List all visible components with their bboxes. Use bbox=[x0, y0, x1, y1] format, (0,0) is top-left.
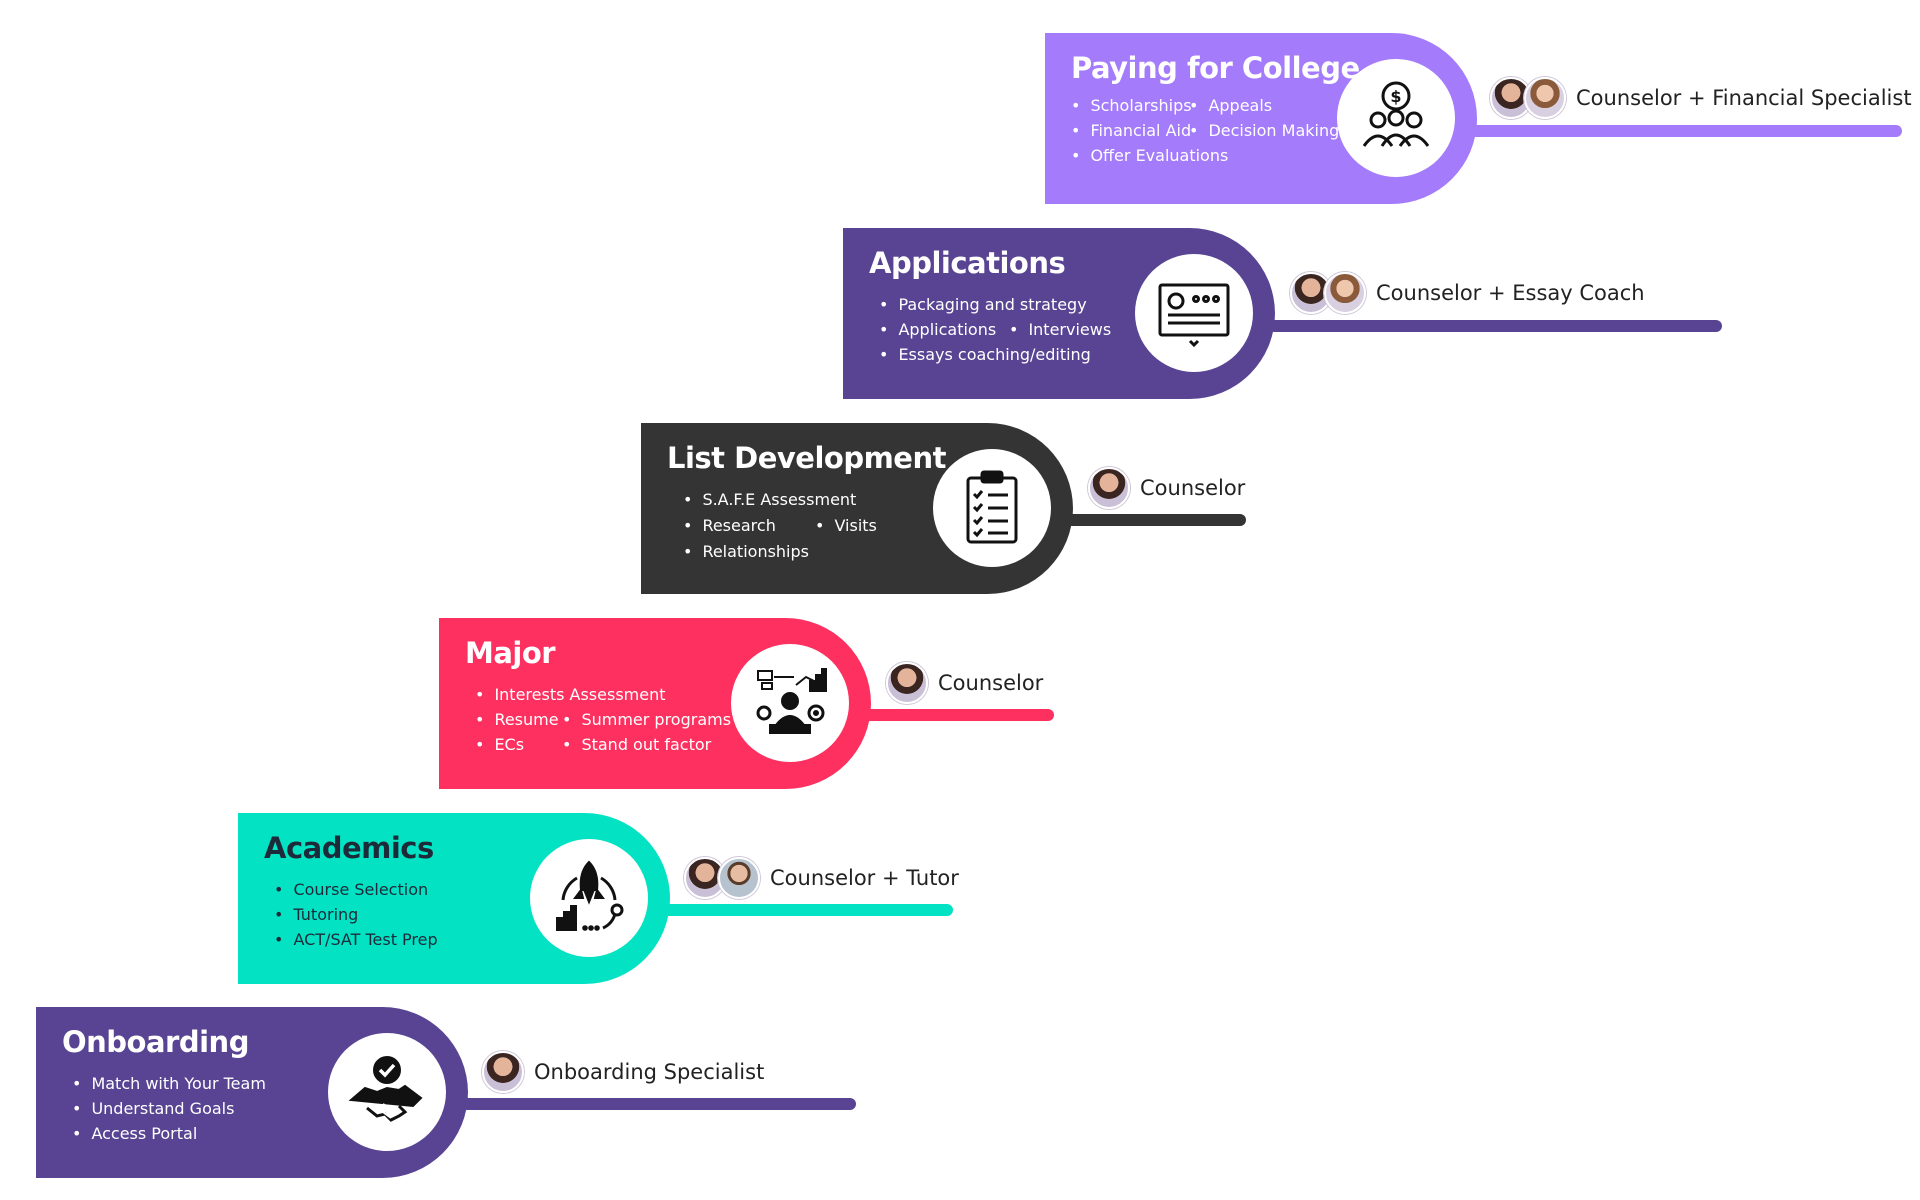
stage-title: Applications bbox=[869, 246, 1066, 280]
stage-title: Onboarding bbox=[62, 1025, 249, 1059]
bullet-item: Appeals bbox=[1189, 93, 1272, 118]
bullet-item: Essays coaching/editing bbox=[879, 342, 1090, 367]
team-label: Counselor + Essay Coach bbox=[1376, 281, 1645, 305]
bullet-item: ECs bbox=[475, 732, 524, 757]
svg-text:$: $ bbox=[1390, 87, 1401, 106]
team-label: Counselor bbox=[1140, 476, 1246, 500]
avatar bbox=[718, 857, 760, 899]
team-row: Counselor + Financial Specialist bbox=[1490, 77, 1912, 119]
avatar bbox=[1524, 77, 1566, 119]
avatar bbox=[886, 662, 928, 704]
stage-connector-bar bbox=[663, 904, 953, 916]
bullet-item: Interviews bbox=[1009, 317, 1111, 342]
stage-title: Academics bbox=[264, 831, 434, 865]
bullet-item: Resume bbox=[475, 707, 558, 732]
bullet-item: Tutoring bbox=[274, 902, 358, 927]
team-row: Counselor bbox=[886, 662, 1043, 704]
stage-connector-bar bbox=[1066, 514, 1246, 526]
team-row: Counselor bbox=[1088, 467, 1245, 509]
stage-connector-bar bbox=[864, 709, 1054, 721]
rocket-growth-icon bbox=[530, 839, 648, 957]
team-label: Counselor bbox=[938, 671, 1044, 695]
avatar bbox=[1088, 467, 1130, 509]
stage-title: Major bbox=[465, 636, 556, 670]
bullet-item: Applications bbox=[879, 317, 996, 342]
bullet-item: Research bbox=[683, 513, 775, 538]
stage-connector-bar bbox=[461, 1098, 856, 1110]
application-document-icon bbox=[1135, 254, 1253, 372]
avatar bbox=[1324, 272, 1366, 314]
stage-card: Onboarding Match with Your Team Understa… bbox=[36, 1007, 468, 1178]
bullet-item: Stand out factor bbox=[562, 732, 711, 757]
bullet-item: Packaging and strategy bbox=[879, 292, 1086, 317]
bullet-item: Offer Evaluations bbox=[1071, 143, 1228, 168]
bullet-item: S.A.F.E Assessment bbox=[683, 487, 856, 512]
bullet-item: Summer programs bbox=[562, 707, 731, 732]
stage-card: Academics Course Selection Tutoring ACT/… bbox=[238, 813, 670, 984]
stage-title: List Development bbox=[667, 441, 946, 475]
team-row: Onboarding Specialist bbox=[482, 1051, 764, 1093]
bullet-item: Understand Goals bbox=[72, 1096, 234, 1121]
clipboard-checklist-icon bbox=[933, 449, 1051, 567]
avatar bbox=[482, 1051, 524, 1093]
handshake-check-icon bbox=[328, 1033, 446, 1151]
bullet-item: Visits bbox=[815, 513, 876, 538]
bullet-item: Scholarships bbox=[1071, 93, 1191, 118]
team-label: Counselor + Tutor bbox=[770, 866, 959, 890]
bullet-item: ACT/SAT Test Prep bbox=[274, 927, 437, 952]
team-label: Onboarding Specialist bbox=[534, 1060, 765, 1084]
bullet-item: Access Portal bbox=[72, 1121, 197, 1146]
stage-card: Applications Packaging and strategy Appl… bbox=[843, 228, 1275, 399]
team-label: Counselor + Financial Specialist bbox=[1576, 86, 1912, 110]
bullet-item: Financial Aid bbox=[1071, 118, 1191, 143]
stage-card: Paying for College Scholarships Appeals … bbox=[1045, 33, 1477, 204]
stage-title: Paying for College bbox=[1071, 51, 1360, 85]
stage-card: List Development S.A.F.E Assessment Rese… bbox=[641, 423, 1073, 594]
team-row: Counselor + Essay Coach bbox=[1290, 272, 1645, 314]
scholarship-people-icon: $ bbox=[1337, 59, 1455, 177]
bullet-item: Course Selection bbox=[274, 877, 428, 902]
bullet-item: Interests Assessment bbox=[475, 682, 665, 707]
stage-connector-bar bbox=[1470, 125, 1902, 137]
stage-connector-bar bbox=[1268, 320, 1722, 332]
stage-card: Major Interests Assessment Resume Summer… bbox=[439, 618, 871, 789]
team-row: Counselor + Tutor bbox=[684, 857, 959, 899]
bullet-item: Match with Your Team bbox=[72, 1071, 265, 1096]
career-growth-icon bbox=[731, 644, 849, 762]
bullet-item: Relationships bbox=[683, 539, 809, 564]
bullet-item: Decision Making bbox=[1189, 118, 1339, 143]
